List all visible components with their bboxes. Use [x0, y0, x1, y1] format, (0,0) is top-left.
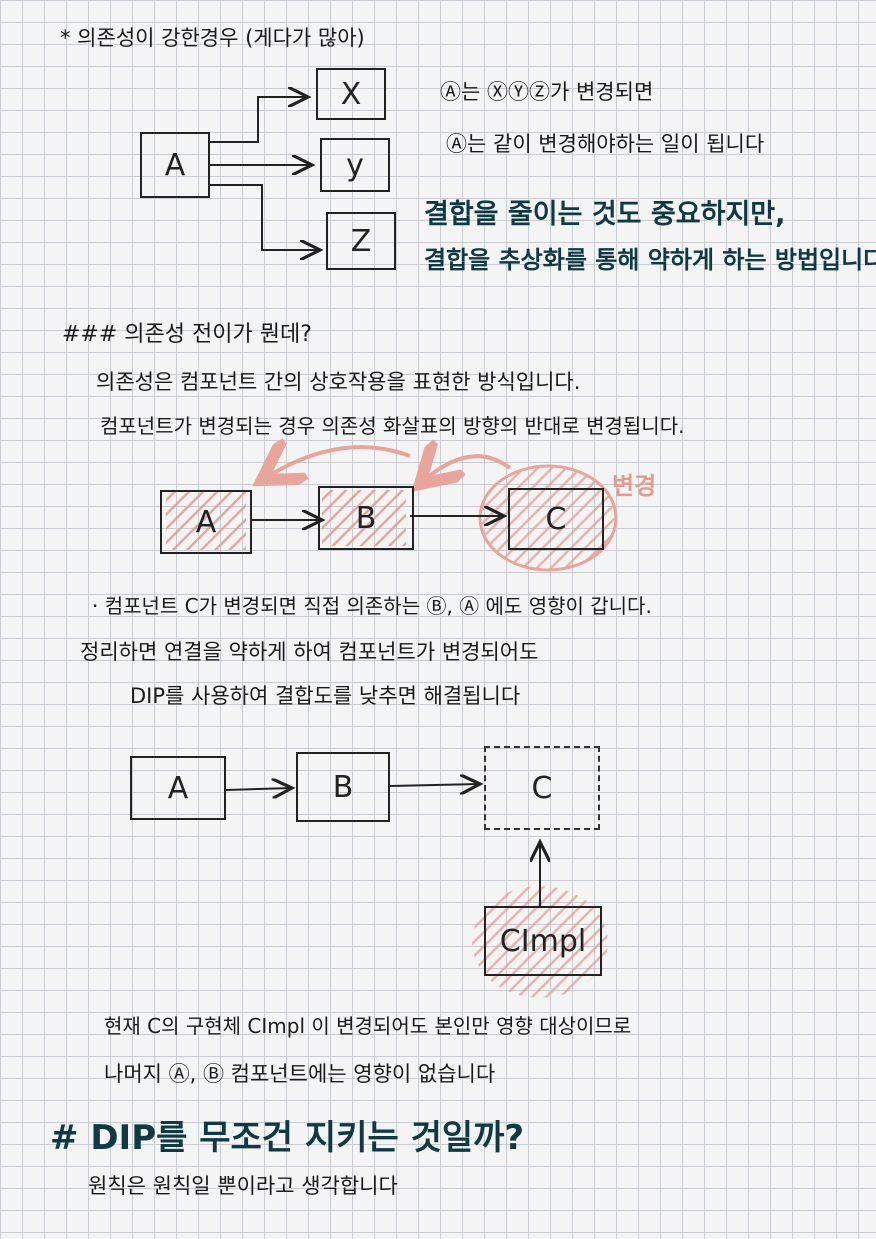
box-a-section3: A	[130, 756, 226, 820]
box-b-section3: B	[296, 752, 390, 822]
section1-title: * 의존성이 강한경우 (게다가 많아)	[60, 26, 365, 50]
box-a2-label: A	[195, 504, 217, 540]
box-a-section1: A	[140, 132, 210, 198]
section3-line1: 현재 C의 구현체 CImpl 이 변경되어도 본인만 영향 대상이므로	[104, 1014, 632, 1038]
section1-emphasis2: 결합을 추상화를 통해 약하게 하는 방법입니다	[424, 246, 876, 274]
box-b3-label: B	[332, 769, 354, 805]
section4-heading: # DIP를 무조건 지키는 것일까?	[50, 1118, 525, 1158]
section3-line2: 나머지 Ⓐ, Ⓑ 컴포넌트에는 영향이 없습니다	[104, 1062, 496, 1086]
box-x: X	[316, 68, 386, 120]
box-a3-label: A	[167, 770, 189, 806]
box-cimpl: CImpl	[484, 906, 602, 976]
box-y: y	[320, 138, 390, 192]
section2-heading: ### 의존성 전이가 뭔데?	[62, 322, 312, 347]
section2-line3: · 컴포넌트 C가 변경되면 직접 의존하는 Ⓑ, Ⓐ 에도 영향이 갑니다.	[92, 594, 652, 618]
section2-line5: DIP를 사용하여 결합도를 낮추면 해결됩니다	[130, 684, 521, 708]
box-c-section2: C	[508, 488, 604, 550]
box-cimpl-label: CImpl	[499, 923, 587, 959]
section1-emphasis1: 결합을 줄이는 것도 중요하지만,	[424, 199, 786, 230]
section1-note1: Ⓐ는 ⓍⓎⓏ가 변경되면	[440, 80, 654, 104]
section1-note2: Ⓐ는 같이 변경해야하는 일이 됩니다	[446, 132, 765, 156]
section2-line1: 의존성은 컴포넌트 간의 상호작용을 표현한 방식입니다.	[96, 370, 581, 394]
box-z: Z	[326, 212, 396, 270]
box-a-label: A	[164, 147, 186, 183]
box-c-interface: C	[484, 746, 600, 830]
box-a-section2: A	[160, 490, 252, 554]
section2-line2: 컴포넌트가 변경되는 경우 의존성 화살표의 방향의 반대로 변경됩니다.	[100, 414, 685, 438]
box-b2-label: B	[355, 500, 377, 536]
box-b-section2: B	[318, 486, 414, 550]
box-y-label: y	[346, 147, 364, 183]
change-label: 변경	[612, 472, 657, 500]
box-c3-label: C	[531, 770, 553, 806]
box-c2-label: C	[545, 501, 567, 537]
box-x-label: X	[340, 76, 362, 112]
box-z-label: Z	[350, 223, 372, 259]
section2-line4: 정리하면 연결을 약하게 하여 컴포넌트가 변경되어도	[80, 640, 539, 664]
section4-line1: 원칙은 원칙일 뿐이라고 생각합니다	[88, 1174, 398, 1198]
